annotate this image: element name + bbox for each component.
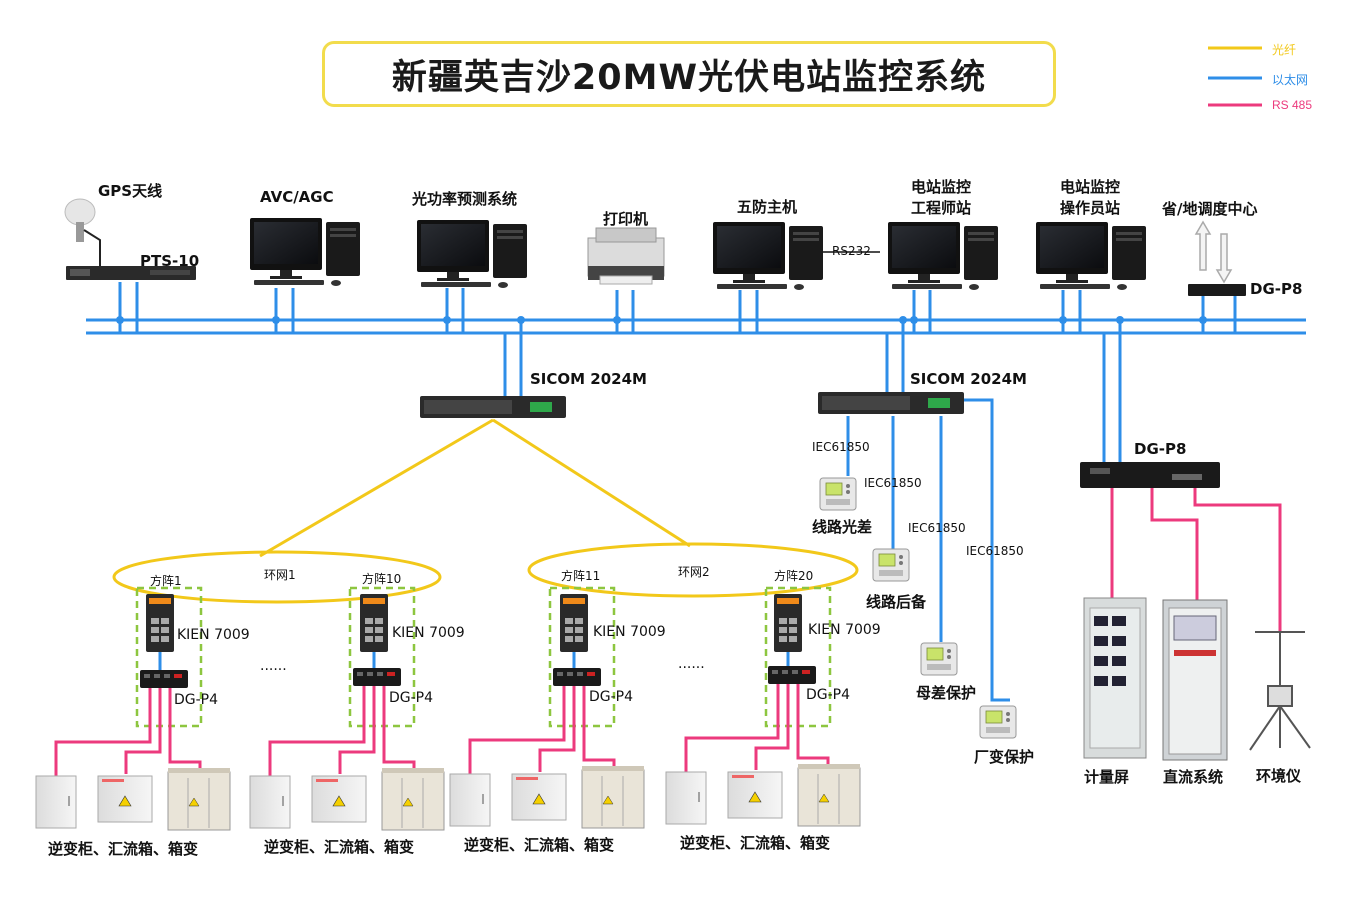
engineer-label-2: 工程师站: [910, 199, 972, 217]
dgp4-20: [768, 666, 816, 684]
legend-rs485-label: RS 485: [1272, 98, 1313, 112]
legend-fiber-label: 光纤: [1272, 43, 1297, 57]
operator-computer: [1036, 222, 1146, 290]
gps-label: GPS天线: [98, 182, 163, 200]
legend: [1208, 46, 1262, 107]
array11-label: 方阵11: [561, 569, 601, 583]
bus-diff-label: 母差保护: [916, 684, 977, 702]
dispatch-label: 省/地调度中心: [1162, 200, 1258, 218]
dc-cabinet: [1162, 599, 1228, 761]
rs485-right: [1110, 488, 1282, 632]
rs232-label: RS232: [832, 244, 871, 258]
line-diff-device: [819, 477, 857, 511]
iec-label-4: IEC61850: [966, 544, 1024, 558]
kien-label-10: KIEN 7009: [392, 625, 465, 641]
array-boxes: [135, 586, 832, 728]
rs485-field: [54, 684, 830, 776]
legend-ethernet-label: 以太网: [1272, 73, 1309, 87]
gps-antenna: [64, 198, 101, 268]
printer-icon: [587, 227, 665, 285]
meter-cabinet: [1083, 597, 1147, 759]
field-devices-10: [249, 767, 445, 831]
dgp8-top-device: [1188, 284, 1246, 296]
dgp4-label-1: DG-P4: [174, 692, 219, 708]
ring1-label: 环网1: [264, 568, 296, 582]
line-diff-label: 线路光差: [812, 518, 873, 536]
array20-label: 方阵20: [774, 569, 814, 583]
station-prot-device: [979, 705, 1017, 739]
line-backup-label: 线路后备: [866, 593, 927, 611]
array10-label: 方阵10: [362, 572, 402, 586]
engineer-label-1: 电站监控: [910, 178, 972, 196]
env-label: 环境仪: [1256, 767, 1302, 785]
array1-label: 方阵1: [150, 574, 182, 588]
switch-right: [818, 392, 964, 414]
operator-label-2: 操作员站: [1059, 199, 1121, 217]
printer-label: 打印机: [603, 210, 649, 228]
field-label-11: 逆变柜、汇流箱、箱变: [464, 836, 615, 854]
ethernet-drops: [118, 282, 1237, 702]
title-box: 新疆英吉沙20MW光伏电站监控系统: [322, 41, 1056, 107]
field-label-1: 逆变柜、汇流箱、箱变: [48, 840, 199, 858]
dgp8-top-label: DG-P8: [1250, 280, 1303, 298]
field-label-10: 逆变柜、汇流箱、箱变: [264, 838, 415, 856]
page-title: 新疆英吉沙20MW光伏电站监控系统: [391, 57, 987, 98]
switch-left: [420, 396, 566, 418]
field-label-20: 逆变柜、汇流箱、箱变: [680, 834, 831, 852]
field-devices-11: [449, 765, 645, 829]
iec-label-1: IEC61850: [812, 440, 870, 454]
line-backup-device: [872, 548, 910, 582]
dgp4-10: [353, 668, 401, 686]
kien-switch-10: [360, 594, 388, 652]
kien-label-11: KIEN 7009: [593, 624, 666, 640]
engineer-computer: [888, 222, 998, 290]
fiber-links: [112, 418, 859, 604]
kien-label-20: KIEN 7009: [808, 622, 881, 638]
ellipsis-2: ......: [678, 656, 705, 672]
dgp8-right-label: DG-P8: [1134, 440, 1187, 458]
avc-label: AVC/AGC: [260, 188, 334, 206]
ellipsis-1: ......: [260, 658, 287, 674]
pts-label: PTS-10: [140, 252, 200, 270]
kien-label-1: KIEN 7009: [177, 627, 250, 643]
dgp4-label-11: DG-P4: [589, 689, 634, 705]
forecast-computer: [417, 220, 527, 288]
switch-right-label: SICOM 2024M: [910, 370, 1027, 388]
dispatch-arrows: [1194, 220, 1233, 284]
kien-switch-20: [774, 594, 802, 652]
switch-left-label: SICOM 2024M: [530, 370, 647, 388]
dgp4-label-10: DG-P4: [389, 690, 434, 706]
kien-switch-1: [146, 594, 174, 652]
avc-computer: [250, 218, 360, 286]
station-prot-label: 厂变保护: [974, 748, 1035, 766]
pts10-device: [66, 266, 196, 280]
dgp4-label-20: DG-P4: [806, 687, 851, 703]
bus-diff-device: [920, 642, 958, 676]
meter-label: 计量屏: [1084, 768, 1130, 786]
wufang-label: 五防主机: [737, 198, 798, 216]
dgp4-1: [140, 670, 188, 688]
iec-label-2: IEC61850: [864, 476, 922, 490]
ring2-label: 环网2: [678, 565, 710, 579]
dgp8-right-device: [1080, 462, 1220, 488]
field-devices-1: [35, 767, 231, 831]
dgp4-11: [553, 668, 601, 686]
operator-label-1: 电站监控: [1059, 178, 1121, 196]
kien-switch-11: [560, 594, 588, 652]
forecast-label: 光功率预测系统: [412, 190, 518, 208]
env-meter: [1249, 631, 1311, 751]
wufang-computer: [713, 222, 823, 290]
field-devices-20: [665, 763, 861, 827]
iec-label-3: IEC61850: [908, 521, 966, 535]
dc-label: 直流系统: [1163, 768, 1224, 786]
